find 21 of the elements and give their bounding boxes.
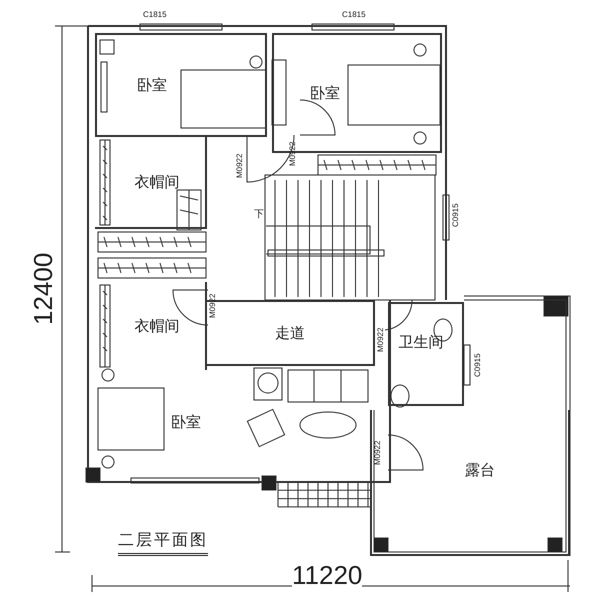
room-name: 衣帽间 bbox=[134, 172, 180, 192]
plan-label: C1815 bbox=[143, 11, 167, 19]
room-outline bbox=[95, 137, 207, 229]
plan-label: C0915 bbox=[452, 203, 460, 227]
room-name: 卧室 bbox=[171, 412, 201, 432]
room-name: 卫生间 bbox=[398, 332, 444, 352]
room-outline bbox=[388, 302, 464, 406]
room-outline bbox=[370, 410, 570, 556]
plan-label: M0922 bbox=[374, 440, 382, 465]
plan-label: C0915 bbox=[474, 353, 482, 377]
room-name: 走道 bbox=[275, 324, 305, 342]
room-name: 衣帽间 bbox=[134, 316, 180, 336]
plan-label: M0922 bbox=[377, 328, 385, 352]
plan-label: M0922 bbox=[236, 154, 244, 178]
room-name: 卧室 bbox=[310, 84, 340, 102]
room-name: 露台 bbox=[465, 460, 495, 480]
room-name: 卧室 bbox=[137, 76, 167, 94]
plan-label: C1815 bbox=[342, 11, 366, 19]
plan-label: 下 bbox=[254, 210, 264, 220]
room-outline bbox=[95, 33, 267, 137]
plan-title: 二层平面图 bbox=[118, 530, 208, 556]
